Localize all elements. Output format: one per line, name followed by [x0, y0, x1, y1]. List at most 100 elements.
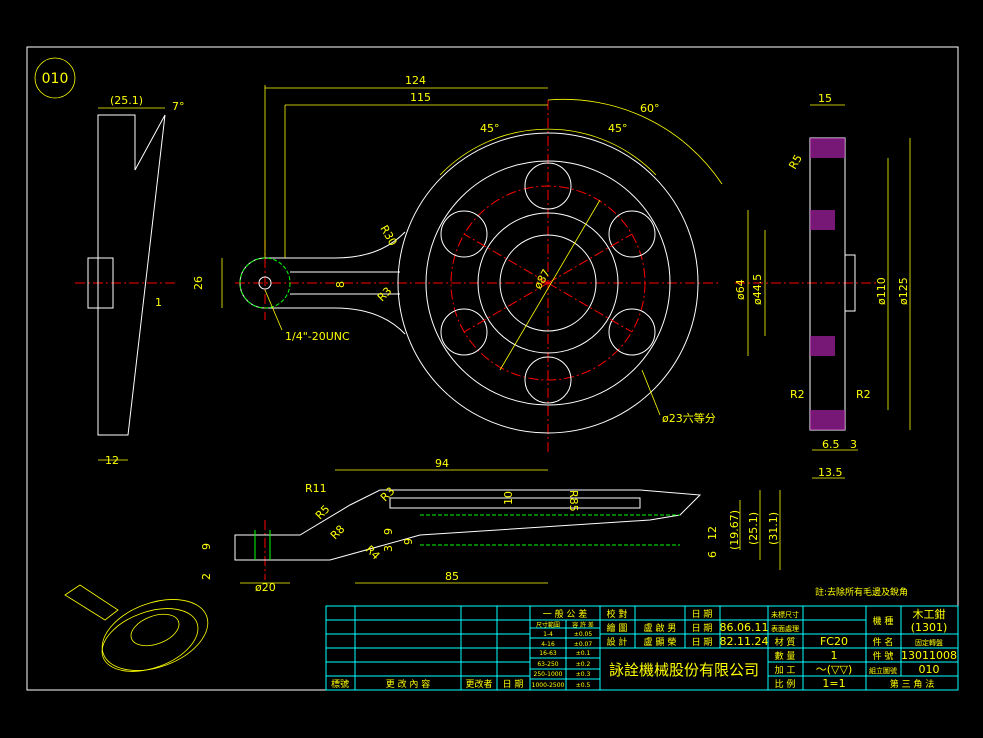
machine-sub: (1301) — [911, 621, 948, 634]
dim-top: (25.1) — [110, 94, 143, 107]
svg-text:1000-2500: 1000-2500 — [532, 682, 565, 689]
svg-text:4-16: 4-16 — [541, 641, 555, 648]
svg-text:1-4: 1-4 — [543, 631, 553, 638]
tolerance-title: 一 般 公 差 — [543, 608, 588, 620]
check-label: 校 對 — [607, 608, 628, 620]
drawing-number-badge — [34, 57, 76, 99]
svg-text:±0.2: ±0.2 — [576, 661, 591, 668]
left-view: (25.1) 7° 12 1 — [75, 94, 185, 467]
header-changer: 更改者 — [465, 678, 492, 690]
svg-text:63-250: 63-250 — [537, 661, 558, 668]
company-name: 詠詮機械股份有限公司 — [609, 661, 759, 679]
dim-r2-right: R2 — [856, 388, 871, 401]
surface-label: 表面處理 — [771, 624, 799, 633]
dim-arm-width: 8 — [334, 281, 347, 288]
dim-9c: 9 — [402, 538, 415, 545]
dim-r85: R85 — [567, 490, 580, 512]
front-view: 124 115 60° 45° 45° R30 R3 ø87 26 8 1/4"… — [192, 74, 723, 455]
bolt-hole — [524, 356, 572, 404]
designed-label: 設 計 — [607, 636, 628, 648]
dim-r3: R3 — [375, 285, 395, 305]
dim-r8: R8 — [328, 523, 348, 543]
tolerance-rows: 1-4 ±0.05 4-16 ±0.07 16-63 ±0.1 63-250 ±… — [532, 631, 593, 689]
dim-angle-45-right: 45° — [608, 122, 628, 135]
unmarked-label: 未標尺寸 — [771, 610, 799, 619]
dim-r2-left: R2 — [790, 388, 805, 401]
tolerance-col2: 容 許 差 — [572, 621, 594, 629]
tolerance-col1: 尺寸範圍 — [536, 621, 560, 629]
dim-pcd: ø87 — [531, 267, 553, 291]
svg-text:±0.1: ±0.1 — [576, 650, 591, 657]
date-label: 日 期 — [692, 609, 713, 620]
dim-d125: ø125 — [897, 277, 910, 305]
scale-value: 1=1 — [822, 677, 845, 690]
designed-date: 82.11.24 — [720, 635, 769, 648]
dim-d20: ø20 — [255, 581, 276, 594]
header-mark: 標號 — [331, 678, 349, 690]
dim-10: 10 — [502, 491, 515, 505]
dim-angle-60: 60° — [640, 102, 660, 115]
drawn-date: 86.06.11 — [720, 621, 769, 634]
dim-19-67: (19.67) — [728, 510, 741, 550]
part-no-value: 13011008 — [901, 649, 957, 662]
dim-holes: ø23六等分 — [662, 411, 716, 425]
bottom-view: 94 R11 R3 R85 10 R5 R8 R4 9 9 3 9 2 12 6… — [200, 457, 781, 594]
dim-gap: 1 — [155, 296, 162, 309]
dim-bottom: 12 — [105, 454, 119, 467]
dim-31-1: (31.1) — [767, 512, 780, 545]
drawing-number: 010 — [42, 71, 69, 87]
dim-94: 94 — [435, 457, 449, 470]
material-value: FC20 — [820, 635, 848, 648]
svg-text:250-1000: 250-1000 — [534, 671, 563, 678]
dim-9b: 9 — [200, 543, 213, 550]
process-label: 加 工 — [775, 665, 796, 676]
scale-label: 比 例 — [775, 678, 796, 690]
general-note: 註:去除所有毛邊及銳角 — [815, 586, 908, 598]
bolt-hole — [440, 210, 488, 258]
dim-top-15: 15 — [818, 92, 832, 105]
dim-12: 12 — [706, 526, 719, 540]
drawn-label: 繪 圖 — [607, 622, 628, 634]
dim-r30: R30 — [377, 223, 399, 248]
qty-value: 1 — [831, 649, 838, 662]
title-block: 標號 更 改 內 容 更改者 日 期 一 般 公 差 尺寸範圍 容 許 差 1-… — [325, 605, 959, 691]
designed-by: 盧 顯 榮 — [644, 636, 677, 648]
right-view: 15 R5 ø64 ø44.5 ø110 ø125 R2 R2 6.5 3 13… — [734, 92, 911, 479]
dim-thread: 1/4"-20UNC — [285, 330, 350, 343]
qty-label: 數 量 — [775, 650, 796, 662]
bolt-hole — [524, 162, 572, 210]
assy-no-label: 組立圖號 — [869, 666, 897, 675]
dim-r3-bottom: R3 — [378, 485, 398, 505]
svg-text:±0.3: ±0.3 — [576, 671, 591, 678]
dim-9a: 9 — [382, 528, 395, 535]
date-label: 日 期 — [692, 637, 713, 648]
dim-d110: ø110 — [875, 277, 888, 305]
process-value: ～(▽▽) — [816, 663, 853, 676]
svg-text:±0.05: ±0.05 — [574, 631, 593, 638]
dim-center-length: 115 — [410, 91, 431, 104]
svg-text:±0.5: ±0.5 — [576, 682, 591, 689]
dim-d44: ø44.5 — [751, 274, 764, 305]
date-label: 日 期 — [692, 623, 713, 634]
dim-2: 2 — [200, 573, 213, 580]
dim-6-5: 6.5 — [822, 438, 840, 451]
part-no-label: 件 號 — [873, 650, 894, 662]
dim-3: 3 — [850, 438, 857, 451]
dim-r5-bottom: R5 — [313, 503, 333, 523]
dim-6: 6 — [706, 551, 719, 558]
machine-value: 木工鉗 — [913, 607, 946, 621]
isometric-view — [64, 584, 209, 672]
dim-r11: R11 — [305, 482, 327, 495]
svg-text:±0.07: ±0.07 — [574, 641, 593, 648]
part-name-value: 固定轉盤 — [915, 638, 943, 647]
dim-85: 85 — [445, 570, 459, 583]
projection-method: 第 三 角 法 — [890, 678, 935, 690]
header-date: 日 期 — [503, 679, 524, 690]
assy-no-value: 010 — [919, 663, 940, 676]
dim-13-5: 13.5 — [818, 466, 843, 479]
bolt-hole — [608, 210, 656, 258]
drawn-by: 盧 啟 男 — [644, 622, 677, 634]
machine-label: 機 種 — [873, 615, 894, 627]
header-content: 更 改 內 容 — [386, 678, 431, 690]
